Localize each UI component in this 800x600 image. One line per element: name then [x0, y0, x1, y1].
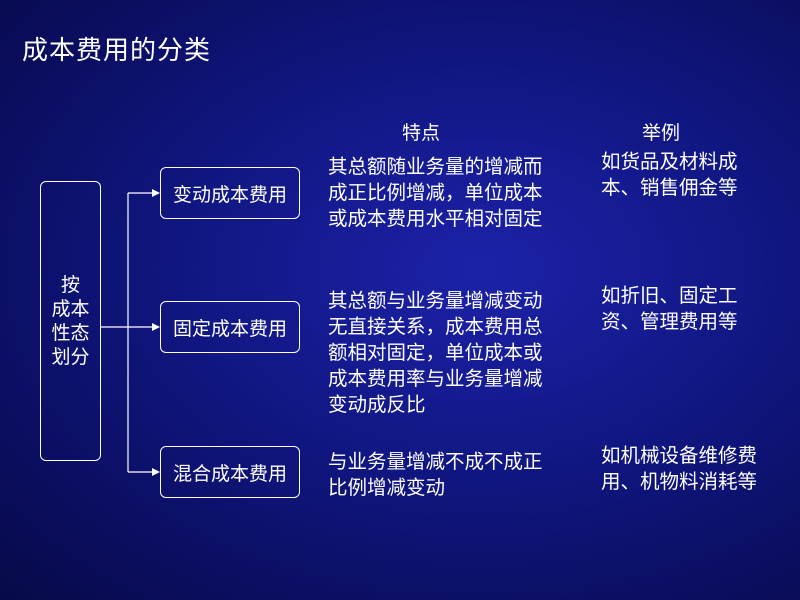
header-features: 特点: [402, 122, 441, 144]
example-text-variable: 如货品及材料成本、销售佣金等: [601, 150, 738, 199]
example-text-mixed: 如机械设备维修费用、机物料消耗等: [601, 444, 758, 493]
root-node-line-1: 按: [60, 274, 80, 296]
category-box-mixed: 混合成本费用: [160, 446, 300, 498]
header-examples: 举例: [642, 122, 681, 144]
root-node-line-3: 性态: [51, 322, 90, 344]
root-node-line-2: 成本: [51, 298, 90, 320]
page-title: 成本费用的分类: [22, 36, 212, 66]
example-text-fixed: 如折旧、固定工资、管理费用等: [601, 284, 738, 333]
feature-text-variable: 其总额随业务量的增减而成正比例增减，单位成本或成本费用水平相对固定: [328, 155, 543, 230]
feature-text-mixed: 与业务量增减不成不成正比例增减变动: [328, 450, 543, 499]
root-node-line-4: 划分: [51, 346, 90, 368]
root-node-box: 按 成本 性态 划分: [40, 181, 101, 461]
category-box-variable: 变动成本费用: [160, 167, 300, 219]
category-box-fixed: 固定成本费用: [160, 301, 300, 353]
feature-text-fixed: 其总额与业务量增减变动无直接关系，成本费用总额相对固定，单位成本或成本费用率与业…: [328, 289, 543, 416]
